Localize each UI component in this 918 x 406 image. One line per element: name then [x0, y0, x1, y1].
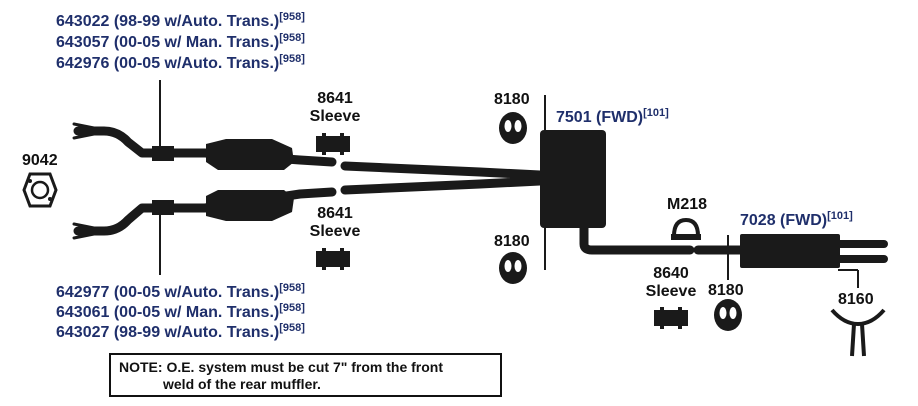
note-line-2: weld of the rear muffler. [163, 376, 321, 392]
bottom-part-1-desc: (00-05 w/Auto. Trans.) [113, 284, 280, 301]
lower-catalytic-pipe [73, 187, 337, 236]
bottom-part-3-desc: (98-99 w/Auto. Trans.) [113, 324, 280, 341]
hanger-rear-icon [714, 299, 742, 331]
gasket-label: 9042 [22, 152, 58, 169]
sleeve-rear-icon [654, 307, 688, 329]
upper-catalytic-pipe [73, 126, 337, 167]
rear-muffler-desc: (FWD) [780, 212, 828, 229]
bottom-part-2-number: 643061 [56, 304, 110, 321]
sleeve-upper-number: 8641 [317, 90, 353, 107]
bottom-part-1-ref: [958] [279, 282, 305, 294]
top-part-2-desc: (00-05 w/ Man. Trans.) [113, 34, 280, 51]
sleeve-upper-name: Sleeve [309, 108, 361, 125]
top-part-3-desc: (00-05 w/Auto. Trans.) [113, 55, 280, 72]
top-part-2-ref: [958] [279, 32, 305, 44]
y-pipe-upper-leg [340, 161, 545, 180]
front-muffler-body [540, 130, 606, 228]
upper-pipe-flare [72, 122, 96, 140]
upper-flange [152, 146, 174, 161]
clamp-m218-icon [671, 217, 701, 240]
tail-hanger-8160-icon [830, 308, 886, 357]
intermediate-pipe [579, 223, 695, 255]
sleeve-lower-number: 8641 [317, 205, 353, 222]
sleeve-lower-name: Sleeve [309, 223, 361, 240]
top-part-2-number: 643057 [56, 34, 110, 51]
top-part-3-ref: [958] [279, 53, 305, 65]
lower-catalytic-converter [206, 190, 294, 221]
top-part-2: 643057 (00-05 w/ Man. Trans.)[958] [56, 29, 305, 52]
bottom-part-1-number: 642977 [56, 284, 110, 301]
sleeve-rear-label: 8640 Sleeve [638, 265, 704, 301]
hanger-top-icon [499, 112, 527, 144]
clamp-label: M218 [667, 196, 708, 213]
bottom-part-3: 643027 (98-99 w/Auto. Trans.)[958] [56, 319, 305, 342]
top-part-1-desc: (98-99 w/Auto. Trans.) [113, 13, 280, 30]
upper-catalytic-converter [206, 139, 294, 170]
top-part-3: 642976 (00-05 w/Auto. Trans.)[958] [56, 50, 305, 73]
sleeve-upper-label: 8641 Sleeve [305, 90, 365, 126]
hanger-bottom-label: 8180 [494, 233, 530, 250]
bottom-part-2-ref: [958] [279, 302, 305, 314]
rear-muffler-label: 7028 (FWD)[101] [740, 207, 853, 230]
sleeve-lower-icon [316, 248, 350, 270]
note-line-1: NOTE: O.E. system must be cut 7" from th… [119, 359, 444, 375]
tail-hanger-label: 8160 [838, 291, 874, 308]
bottom-part-3-number: 643027 [56, 324, 110, 341]
front-muffler-label: 7501 (FWD)[101] [556, 104, 669, 127]
sleeve-rear-name: Sleeve [645, 283, 697, 300]
front-muffler-number: 7501 [556, 109, 592, 126]
bottom-part-2-desc: (00-05 w/ Man. Trans.) [113, 304, 280, 321]
top-part-1: 643022 (98-99 w/Auto. Trans.)[958] [56, 8, 305, 31]
lower-pipe-flare [72, 222, 96, 240]
lower-flange [152, 200, 174, 215]
top-part-1-ref: [958] [279, 11, 305, 23]
front-muffler-ref: [101] [643, 107, 669, 119]
sleeve-upper-icon [316, 133, 350, 155]
hanger-bottom-icon [499, 252, 527, 284]
sleeve-rear-number: 8640 [653, 265, 689, 282]
rear-muffler-number: 7028 [740, 212, 776, 229]
note-box: NOTE: O.E. system must be cut 7" from th… [109, 353, 502, 397]
hanger-rear-label: 8180 [708, 282, 744, 299]
bottom-part-1: 642977 (00-05 w/Auto. Trans.)[958] [56, 279, 305, 302]
rear-muffler-body [740, 234, 840, 268]
top-part-3-number: 642976 [56, 55, 110, 72]
top-part-1-number: 643022 [56, 13, 110, 30]
sleeve-lower-label: 8641 Sleeve [305, 205, 365, 241]
bottom-part-3-ref: [958] [279, 322, 305, 334]
gasket-9042-icon [22, 172, 58, 208]
y-pipe-lower-leg [340, 176, 545, 195]
bottom-part-2: 643061 (00-05 w/ Man. Trans.)[958] [56, 299, 305, 322]
rear-muffler-ref: [101] [827, 210, 853, 222]
hanger-top-label: 8180 [494, 91, 530, 108]
front-muffler-desc: (FWD) [596, 109, 644, 126]
